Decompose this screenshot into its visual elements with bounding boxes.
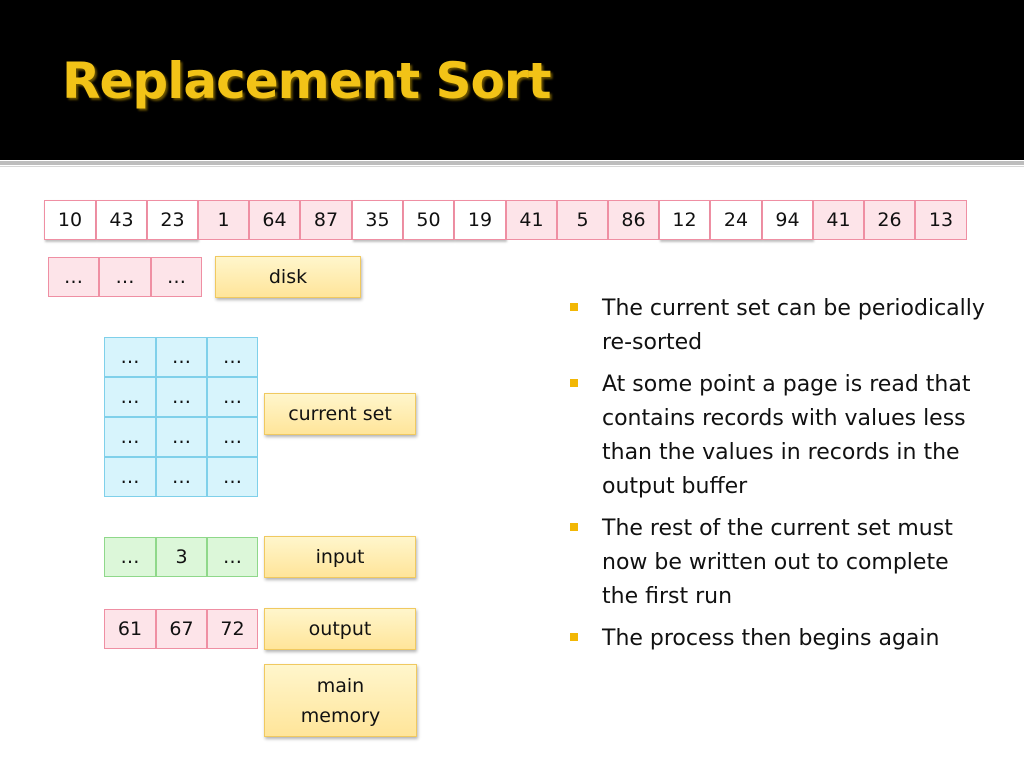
bullet-item: The current set can be periodically re-s…	[567, 292, 987, 360]
bullet-text: The process then begins again	[602, 626, 940, 651]
output-cell: 61	[104, 609, 156, 649]
disk-cell: 35	[352, 200, 403, 240]
disk-cell: 43	[96, 200, 147, 240]
current-set-cell: …	[104, 337, 156, 377]
disk-cell: 19	[454, 200, 506, 240]
disk-cell: 10	[44, 200, 96, 240]
disk-cell: 41	[506, 200, 557, 240]
bullet-item: The process then begins again	[567, 622, 987, 656]
slide-title: Replacement Sort	[62, 52, 551, 110]
divider-thin	[0, 166, 1024, 167]
bullet-text: The rest of the current set must now be …	[602, 516, 953, 609]
input-cell: …	[207, 537, 258, 577]
disk-cell: 26	[864, 200, 915, 240]
disk-cell: 24	[710, 200, 762, 240]
output-label: output	[264, 608, 416, 650]
output-cell: 72	[207, 609, 258, 649]
bullet-text: The current set can be periodically re-s…	[602, 296, 985, 355]
current-set-cell: …	[156, 337, 207, 377]
bullet-square-icon	[570, 379, 578, 387]
current-set-cell: …	[104, 457, 156, 497]
current-set-cell: …	[156, 417, 207, 457]
current-set-cell: …	[207, 417, 258, 457]
bullet-square-icon	[570, 633, 578, 641]
input-cell: 3	[156, 537, 207, 577]
disk-cell: 64	[249, 200, 300, 240]
current-set-cell: …	[207, 457, 258, 497]
disk-cell: 50	[403, 200, 454, 240]
main-memory-line2: memory	[300, 704, 381, 727]
main-memory-line1: main	[316, 674, 365, 697]
disk-cell: 1	[198, 200, 249, 240]
output-cell: 67	[156, 609, 207, 649]
disk-cell: 41	[813, 200, 864, 240]
disk-cell: 23	[147, 200, 198, 240]
disk-ellipsis-cell: …	[151, 257, 202, 297]
current-set-label: current set	[264, 393, 416, 435]
divider	[0, 161, 1024, 165]
bullet-square-icon	[570, 523, 578, 531]
disk-cell: 13	[915, 200, 967, 240]
disk-ellipsis-cell: …	[48, 257, 99, 297]
current-set-cell: …	[156, 457, 207, 497]
current-set-cell: …	[207, 337, 258, 377]
bullet-list: The current set can be periodically re-s…	[567, 292, 987, 664]
disk-cell: 12	[659, 200, 710, 240]
bullet-text: At some point a page is read that contai…	[602, 372, 971, 499]
disk-cell: 86	[608, 200, 659, 240]
title-bar: Replacement Sort	[0, 0, 1024, 160]
bullet-item: The rest of the current set must now be …	[567, 512, 987, 614]
disk-cell: 5	[557, 200, 608, 240]
main-memory-label: main memory	[264, 664, 417, 737]
bullet-item: At some point a page is read that contai…	[567, 368, 987, 504]
current-set-cell: …	[156, 377, 207, 417]
current-set-cell: …	[104, 377, 156, 417]
current-set-cell: …	[104, 417, 156, 457]
current-set-cell: …	[207, 377, 258, 417]
input-label: input	[264, 536, 416, 578]
bullet-square-icon	[570, 303, 578, 311]
disk-ellipsis-cell: …	[99, 257, 151, 297]
disk-cell: 94	[762, 200, 813, 240]
disk-label: disk	[215, 256, 361, 298]
disk-cell: 87	[300, 200, 352, 240]
input-cell: …	[104, 537, 156, 577]
